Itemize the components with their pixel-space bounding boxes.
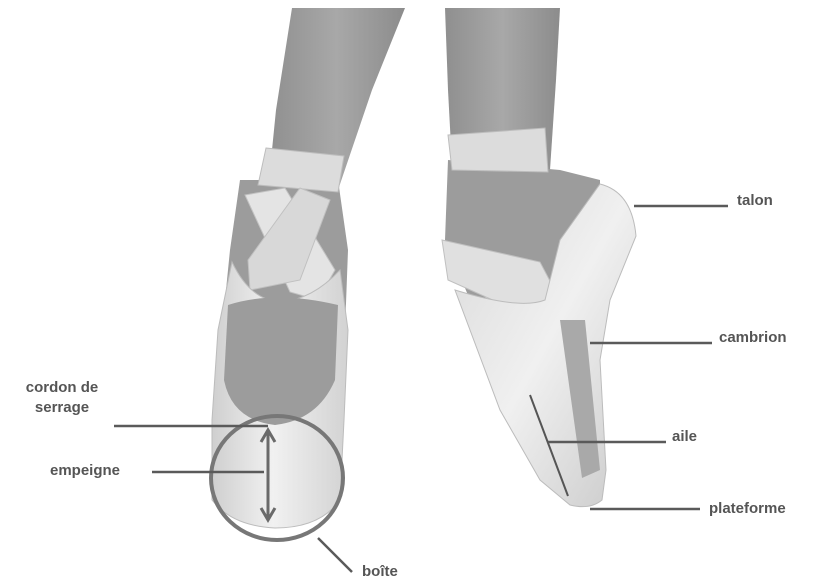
left-ankle-ribbon bbox=[258, 148, 344, 192]
label-cambrion: cambrion bbox=[719, 328, 787, 348]
label-empeigne: empeigne bbox=[50, 461, 120, 481]
label-cordon-line1: cordon de bbox=[12, 378, 112, 398]
right-ankle-ribbon bbox=[448, 128, 548, 172]
label-talon: talon bbox=[737, 191, 773, 211]
label-cordon-line2: serrage bbox=[12, 398, 112, 418]
label-plateforme: plateforme bbox=[709, 499, 786, 519]
label-cordon-de-serrage: cordon de serrage bbox=[12, 378, 112, 418]
leader-line-boite bbox=[318, 538, 352, 572]
label-boite: boîte bbox=[362, 562, 398, 582]
label-aile: aile bbox=[672, 427, 697, 447]
